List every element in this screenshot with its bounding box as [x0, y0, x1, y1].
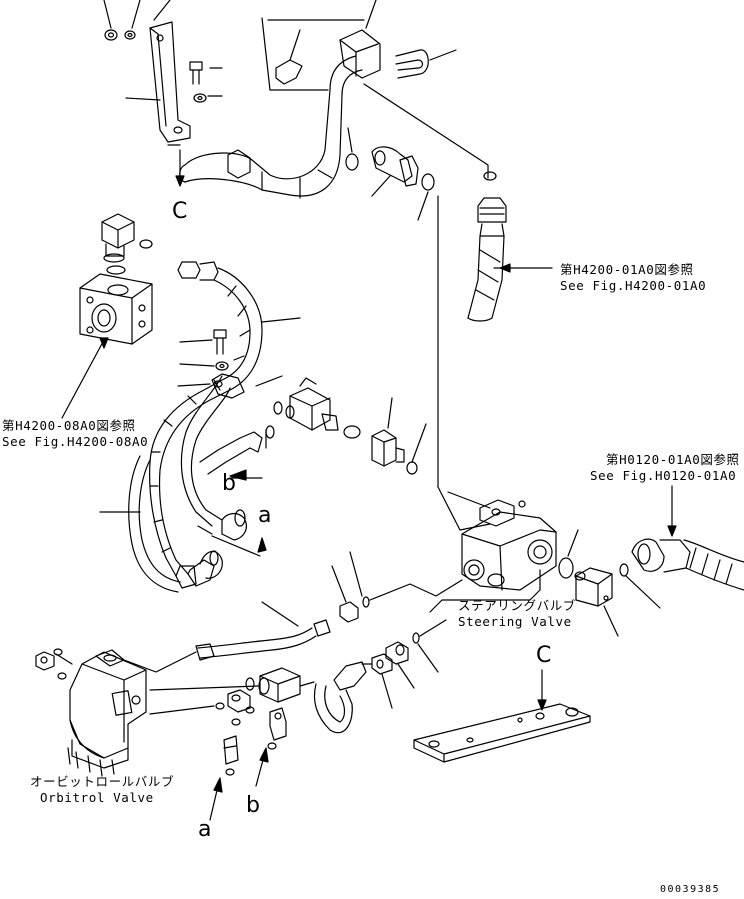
o-ring-orbitrol-2 [57, 672, 67, 680]
leader-o-ring-right [625, 575, 661, 609]
clamp-top [269, 29, 329, 91]
adapter-right [574, 567, 619, 637]
fitting-lower-right [371, 653, 393, 709]
marker-b-lower: b [246, 793, 260, 818]
u-tube-top [395, 49, 457, 79]
arrow-b-upper [229, 469, 247, 481]
leader-hose-1 [261, 317, 301, 323]
o-ring-right [619, 563, 629, 577]
leader-o-ring-upper [347, 127, 353, 153]
drawing-serial-number: 00039385 [660, 884, 721, 895]
leader-o-ring-steering [567, 529, 579, 557]
elbow-fitting-top [339, 0, 381, 79]
o-ring-steering [558, 557, 574, 579]
leader-hose-2 [255, 375, 283, 387]
leader-o-ring-adapter [411, 423, 427, 463]
leader-o-ring-mid [417, 191, 429, 221]
hose-h4200-01 [467, 197, 553, 322]
ref-line-h4200-01 [363, 83, 489, 179]
orbitrol-valve-label-en: Orbitrol Valve [40, 790, 154, 805]
nut-top [103, 0, 118, 41]
o-ring-orbitrol-1 [53, 648, 63, 656]
marker-b-upper: b [222, 471, 236, 496]
o-ring-top-right [483, 171, 497, 181]
steering-valve-label-jp: ステアリングバルブ [458, 598, 576, 613]
bolt-top [189, 61, 223, 103]
o-ring-tee [273, 401, 283, 415]
straight-adapter-middle [371, 397, 405, 467]
ref-line-orbitrol-elbow [149, 685, 259, 691]
tee-fitting-middle [285, 377, 339, 431]
o-ring-adapter [406, 461, 418, 475]
leader-o-ring-lower [349, 551, 363, 597]
elbow-fitting-mid [371, 146, 419, 197]
leader-o-ring-lower-right [417, 643, 439, 673]
ref-line-orbitrol-2 [149, 705, 215, 715]
o-ring-lower-right [412, 632, 420, 644]
o-ring-lower [362, 596, 370, 608]
ref-h4200-08a0-en: See Fig.H4200-08A0 [2, 434, 149, 449]
o-ring-mid [421, 173, 435, 191]
marker-c-lower: C [536, 643, 552, 668]
valve-block-h4200-08 [61, 273, 153, 419]
ref-h0120-01a0-jp: 第H0120-01A0図参照 [606, 452, 740, 467]
orbitrol-valve-label-jp: オービットロールバルブ [30, 774, 175, 789]
o-ring-left-1 [139, 239, 153, 249]
bolt-middle [179, 329, 227, 355]
washer-middle [179, 361, 229, 371]
o-ring-upper [345, 153, 359, 171]
ref-line-top-2 [261, 17, 271, 91]
orbitrol-valve [55, 649, 147, 777]
ref-line-steering-lower [419, 619, 447, 637]
hose-lower-small [313, 661, 373, 734]
ref-h0120-01a0-en: See Fig.H0120-01A0 [590, 468, 737, 483]
steering-valve-label-en: Steering Valve [458, 614, 572, 629]
arrow-a-lower-head [213, 777, 223, 793]
clamp-middle [177, 373, 245, 399]
arrow-a-lower-line [209, 785, 219, 821]
ref-h4200-01a0-jp: 第H4200-01A0図参照 [560, 262, 694, 277]
elbow-connector-left [101, 213, 135, 263]
adapter-lower-right [385, 641, 415, 689]
mounting-plate-c [413, 669, 591, 763]
ref-h4200-01a0-en: See Fig.H4200-01A0 [560, 278, 707, 293]
o-ring-elbow-lower [245, 677, 255, 691]
nut-lower [331, 565, 359, 623]
o-ring-tee-2 [343, 425, 361, 439]
hose-h0120-01 [631, 485, 744, 591]
leader-steering-valve [429, 569, 541, 613]
hose-assembly-middle [128, 261, 275, 593]
washer-top [124, 0, 141, 40]
elbow-lower [258, 667, 315, 703]
ref-h4200-08a0-jp: 第H4200-08A0図参照 [2, 418, 136, 433]
arrow-b-lower-head [259, 747, 269, 763]
ref-line-orbitrol-pipe [123, 651, 197, 673]
fitting-orbitrol-left [35, 651, 55, 671]
upper-hose [179, 55, 363, 199]
ref-line-lower [369, 579, 463, 601]
marker-a-lower: a [198, 817, 212, 842]
fitting-b-lower [245, 706, 287, 750]
mounting-bracket [125, 0, 191, 187]
marker-c-upper: C [172, 199, 188, 224]
marker-a-upper: a [258, 503, 272, 528]
o-ring-left-2 [106, 265, 126, 275]
fitting-a-lower [215, 689, 251, 776]
steel-pipe-lower [195, 601, 331, 661]
steering-valve [437, 486, 557, 591]
